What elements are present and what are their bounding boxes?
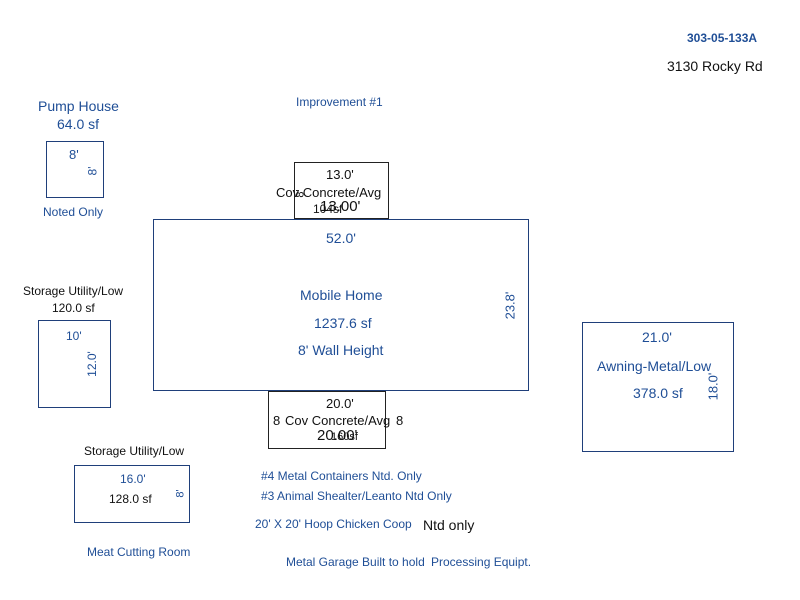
awning-title: Awning-Metal/Low: [597, 358, 712, 374]
porch-bottom-width: 20.0': [326, 396, 354, 411]
storage1-width: 10': [66, 329, 82, 343]
porch-bottom-label: Cov Concrete/Avg: [285, 413, 391, 428]
note-shelter: #3 Animal Shealter/Leanto Ntd Only: [261, 489, 452, 503]
note-ntd-only: Ntd only: [423, 517, 475, 533]
porch-bottom-box: [268, 391, 386, 449]
storage2-width: 16.0': [120, 472, 146, 486]
porch-bottom-icon-left: 8: [273, 413, 281, 428]
note-garage: Metal Garage Built to hold: [286, 555, 425, 569]
porch-top-width: 13.0': [326, 167, 354, 182]
note-containers: #4 Metal Containers Ntd. Only: [261, 469, 422, 483]
improvement-label: Improvement #1: [296, 95, 383, 109]
note-coop: 20' X 20' Hoop Chicken Coop: [255, 517, 412, 531]
porch-top-overlay-dim: 8': [294, 189, 307, 198]
awning-box: [582, 322, 734, 452]
awning-width: 21.0': [642, 329, 672, 345]
pump-house-width: 8': [69, 147, 79, 162]
mobile-home-width: 52.0': [326, 230, 356, 246]
porch-bottom-area: 160sf: [331, 431, 358, 443]
storage1-area: 120.0 sf: [52, 301, 95, 315]
porch-top-box: [294, 162, 389, 219]
storage2-area: 128.0 sf: [109, 492, 152, 506]
parcel-id: 303-05-133A: [687, 31, 758, 45]
storage2-title: Storage Utility/Low: [84, 444, 185, 458]
pump-house-box: [46, 141, 104, 198]
porch-top-depth: 13.00': [320, 198, 361, 215]
porch-top-area: 104sf: [313, 202, 343, 216]
pump-house-note: Noted Only: [43, 205, 104, 219]
storage2-box: [74, 465, 190, 523]
storage2-note: Meat Cutting Room: [87, 545, 191, 559]
awning-depth: 18.0': [705, 372, 721, 401]
storage1-title: Storage Utility/Low: [23, 284, 124, 298]
storage1-depth: 12.0': [84, 351, 99, 377]
mobile-home-title: Mobile Home: [300, 287, 383, 303]
mobile-home-wall: 8' Wall Height: [298, 342, 384, 358]
pump-house-depth: 8': [85, 166, 100, 176]
mobile-home-area: 1237.6 sf: [314, 315, 372, 331]
mobile-home-depth: 23.8': [502, 291, 518, 320]
pump-house-title: Pump House: [38, 98, 119, 114]
mobile-home-box: [153, 219, 529, 391]
address: 3130 Rocky Rd: [667, 58, 763, 74]
porch-bottom-icon-right: 8: [396, 413, 404, 428]
note-processing: Processing Equipt.: [431, 555, 532, 569]
porch-bottom-depth: 20.00': [317, 427, 358, 444]
pump-house-area: 64.0 sf: [57, 116, 100, 132]
storage2-depth: 8': [174, 489, 187, 498]
porch-top-label: Cov Concrete/Avg: [276, 185, 382, 200]
storage1-box: [38, 320, 111, 408]
awning-area: 378.0 sf: [633, 385, 683, 401]
